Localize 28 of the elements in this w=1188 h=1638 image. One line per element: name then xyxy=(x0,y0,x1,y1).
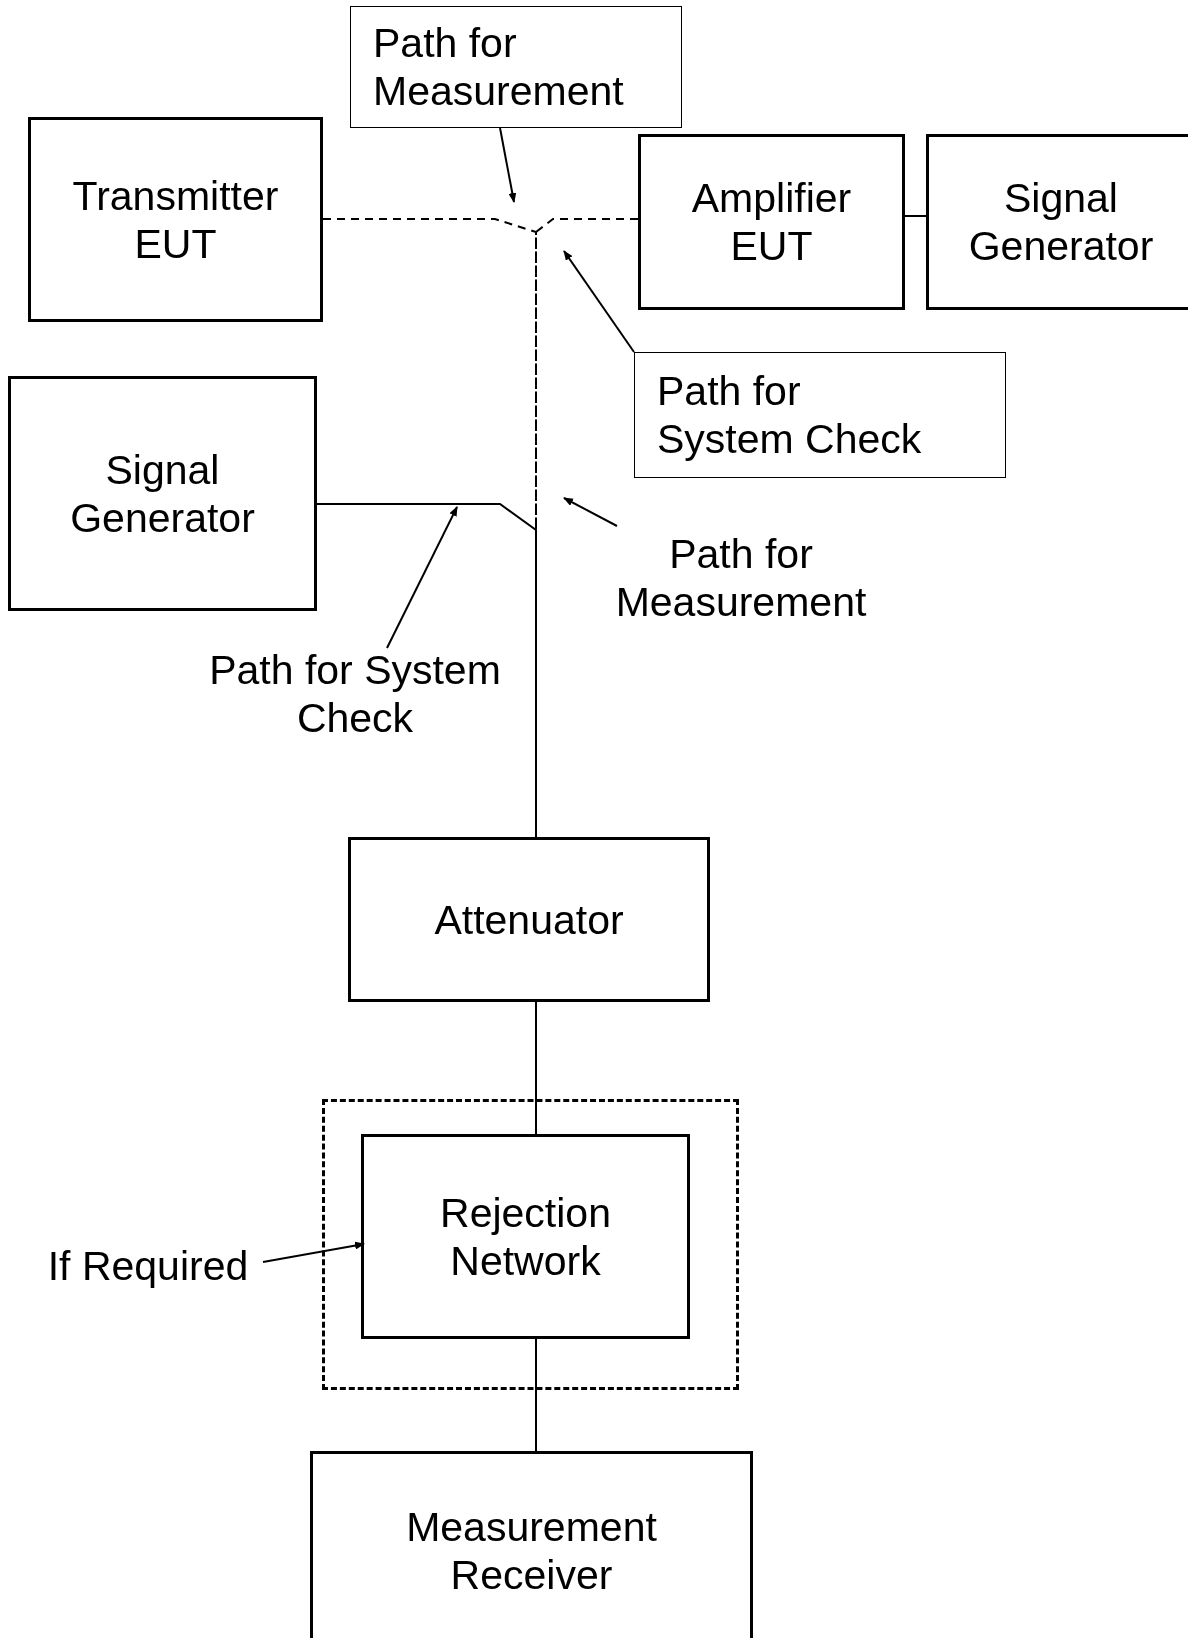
block-label: Transmitter EUT xyxy=(71,171,280,268)
block-box xyxy=(361,1134,690,1339)
block-box xyxy=(348,837,710,1002)
block-label: Amplifier EUT xyxy=(690,174,853,270)
block-label: Attenuator xyxy=(434,895,624,944)
connector-line xyxy=(535,1338,537,1452)
leader-arrow xyxy=(563,250,635,353)
callout-text: If Required xyxy=(33,1236,263,1296)
connector-line xyxy=(904,215,927,217)
callout-text: Path for Measurement xyxy=(596,526,886,630)
block-box xyxy=(310,1451,753,1638)
block-box xyxy=(28,117,323,322)
block-box xyxy=(926,134,1188,310)
callout-text: Path for System Check xyxy=(205,644,505,744)
block-label: Path for System Check xyxy=(657,367,923,463)
block-label: Path for Measurement xyxy=(373,19,625,115)
block-box xyxy=(638,134,905,310)
leader-arrow xyxy=(499,127,517,203)
block-label: Rejection Network xyxy=(439,1188,612,1285)
dashed-boundary xyxy=(322,1099,739,1390)
callout-box xyxy=(350,6,682,128)
leader-arrow xyxy=(386,506,458,649)
block-label: Signal Generator xyxy=(967,174,1155,270)
block-box xyxy=(8,376,317,611)
leader-arrow xyxy=(563,497,618,527)
block-label: Measurement Receiver xyxy=(405,1503,658,1599)
callout-box xyxy=(634,352,1006,478)
block-label: Signal Generator xyxy=(69,445,256,542)
